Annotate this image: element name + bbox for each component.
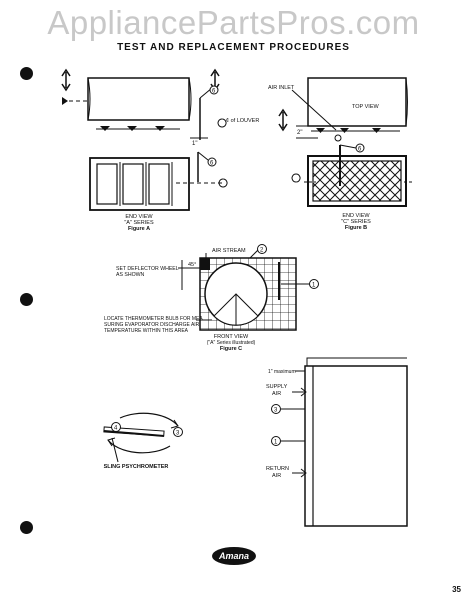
figure-b-top-unit — [307, 77, 407, 127]
figure-d-return-1: RETURN — [266, 466, 289, 472]
figure-c-air-stream: AIR STREAM — [212, 248, 246, 254]
figure-c-callout-right — [309, 279, 319, 289]
amana-logo: Amana — [212, 547, 256, 565]
figure-d-supply-2: AIR — [272, 391, 281, 397]
figure-a-dim: 1" — [192, 141, 197, 147]
sling-label: SLING PSYCHROMETER — [104, 464, 169, 470]
figure-c-callout-right-num: 1 — [312, 283, 316, 289]
figure-c-deflector-2: AS SHOWN — [116, 272, 144, 278]
figure-c-locate-3: TEMPERATURE WITHIN THIS AREA — [104, 328, 189, 334]
figure-d-return-2: AIR — [272, 473, 281, 479]
figure-d-callout-1-num: 1 — [274, 440, 278, 446]
figure-b-callout-num: 6 — [358, 147, 362, 153]
figure-c-caption-3: Figure C — [220, 346, 242, 352]
binder-hole-middle — [20, 293, 33, 306]
figure-c: 1 2 AIR STREAM SET DEFLECTOR WHEEL AS SH… — [104, 244, 319, 352]
page-number: 35 — [452, 585, 461, 594]
figure-d-callout-1 — [271, 436, 281, 446]
figure-c-deflector-1: SET DEFLECTOR WHEEL — [116, 266, 179, 272]
figure-b-caption-1: END VIEW — [342, 213, 370, 219]
figure-c-callout-top — [257, 244, 267, 254]
figure-d-callout-3 — [271, 404, 281, 414]
logo-text: Amana — [218, 551, 249, 561]
figure-c-angle: 45° — [188, 262, 196, 268]
figure-b-end-view — [307, 155, 407, 207]
figure-d-supply-1: SUPPLY — [266, 384, 288, 390]
figure-b-air-inlet: AIR INLET — [268, 85, 295, 91]
figure-b: AIR INLET TOP VIEW 2" 6 END VIEW "C" SER… — [268, 77, 412, 231]
figure-b-callout — [355, 143, 365, 153]
figure-a-louver-label: ¢ of LOUVER — [226, 118, 259, 124]
sling-callout-4-num: 4 — [114, 426, 118, 432]
figure-d-max-label: 1" maximum — [268, 369, 296, 375]
figure-d: 1" maximum SUPPLY AIR 3 1 RETURN AIR — [266, 357, 408, 527]
binder-hole-top — [20, 67, 33, 80]
sling-callout-3 — [173, 427, 183, 437]
figure-a-caption-1: END VIEW — [125, 214, 153, 220]
sling-callout-3-num: 3 — [176, 431, 180, 437]
figure-b-dim: 2" — [297, 130, 302, 136]
figure-a: 1" 6 ¢ of LOUVER 6 END VIEW "A" SERI — [61, 68, 259, 232]
figure-a-caption-3: Figure A — [128, 226, 150, 232]
figure-c-locate-1: LOCATE THERMOMETER BULB FOR MEA — [104, 316, 203, 322]
sling-psychrometer: 4 3 SLING PSYCHROMETER — [103, 412, 183, 470]
figure-a-callout-top-num: 6 — [212, 89, 216, 95]
figure-a-caption-2: "A" SERIES — [124, 220, 154, 226]
sling-callout-4 — [111, 422, 121, 432]
figure-a-unit-top — [87, 77, 190, 121]
figure-d-unit — [304, 365, 408, 527]
page-title: TEST AND REPLACEMENT PROCEDURES — [117, 42, 350, 53]
figure-c-caption-1: FRONT VIEW — [214, 334, 249, 340]
watermark: AppliancePartsPros.com — [47, 4, 420, 41]
binder-hole-bottom — [20, 521, 33, 534]
figure-a-callout-end-num: 6 — [210, 161, 214, 167]
figure-b-caption-2: "C" SERIES — [341, 219, 371, 225]
figure-c-caption-2: ("A" Series illustrated) — [207, 340, 256, 346]
figure-c-locate-2: SURING EVAPORATOR DISCHARGE AIR — [104, 322, 200, 328]
figure-b-top-view: TOP VIEW — [352, 104, 380, 110]
figure-a-end-view — [89, 157, 190, 211]
figure-d-callout-3-num: 3 — [274, 408, 278, 414]
figure-a-callout-top — [209, 85, 219, 95]
figure-b-caption-3: Figure B — [345, 225, 367, 231]
figure-c-callout-top-num: 2 — [260, 248, 264, 254]
figure-a-callout-end — [207, 157, 217, 167]
